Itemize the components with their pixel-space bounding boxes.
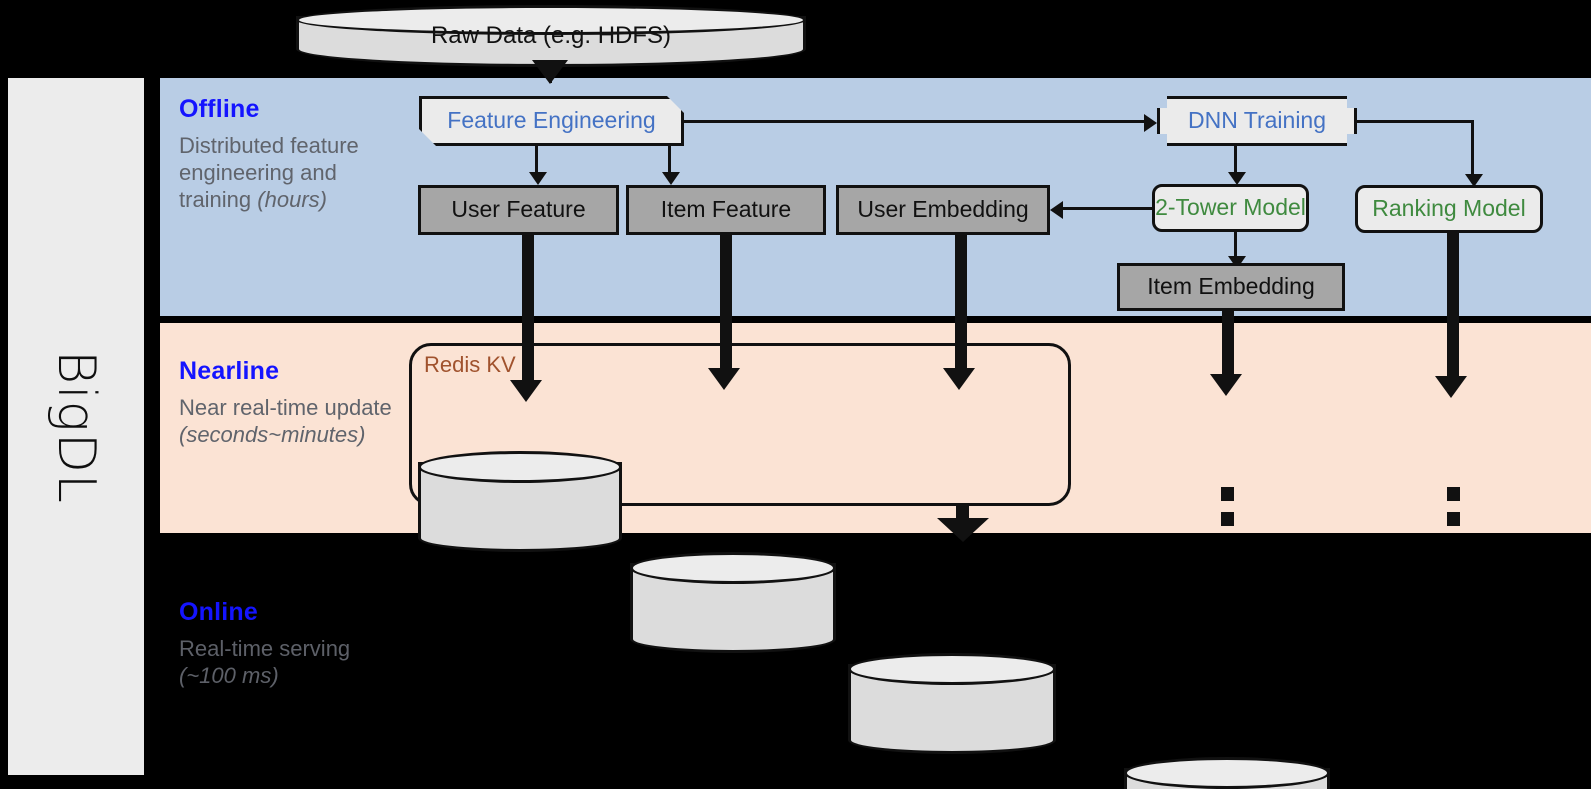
redis-kv-label: Redis KV [424,352,516,377]
arrowhead-dnn-twotower [1228,172,1246,185]
node-user-embedding[interactable]: User Embedding [836,185,1050,235]
offline-title: Offline [179,95,260,123]
pipe-userfeature-redis [522,234,534,386]
arrowhead-userfeature-redis [510,380,542,402]
edge-fe-dnn [684,120,1146,123]
feature-engineering-label: Feature Engineering [447,107,656,134]
dnn-training-label: DNN Training [1187,107,1327,134]
item-feature-label: Item Feature [660,196,792,223]
edge-dnn-twotower [1234,146,1237,174]
offline-label-group: Offline Distributed feature engineering … [179,95,409,213]
arrowhead-userembedding-redis [943,368,975,390]
two-tower-model-label: 2-Tower Model [1155,194,1306,221]
pipe-userembedding-redis [955,234,967,374]
online-title: Online [179,598,258,626]
raw-data-store: Raw Data (e.g. HDFS) [296,5,806,67]
stub-models-a [1447,487,1460,501]
arrowhead-itemembedding-vectorindex [1210,374,1242,396]
pipe-itemembedding-vectorindex [1222,310,1234,380]
arrowhead-dnn-ranking [1465,174,1483,187]
online-label-group: Online Real-time serving (~100 ms) [179,598,409,690]
redis-store-user-embedding [848,653,1056,754]
arrowhead-fe-itemfeature [662,172,680,185]
node-dnn-training[interactable]: DNN Training [1157,96,1357,146]
arrowhead-redis-featureservice [937,518,989,542]
stub-vectorindex-a [1221,487,1234,501]
band-nearline [160,323,1591,533]
arrowhead-rankingmodel-models [1435,376,1467,398]
edge-dnn-ranking-h [1354,120,1474,123]
item-embedding-label: Item Embedding [1147,273,1315,300]
stub-redis-featureservice [956,505,969,519]
edge-fe-userfeature [535,146,538,174]
pipe-rankingmodel-models [1447,232,1459,382]
user-feature-label: User Feature [451,196,586,223]
node-two-tower-model[interactable]: 2-Tower Model [1152,184,1309,232]
arrowhead-itemfeature-redis [708,368,740,390]
edge-dnn-ranking-v [1471,120,1474,176]
pipe-itemfeature-redis [720,234,732,374]
arrowhead-fe-userfeature [529,172,547,185]
vector-index-store: Vector Index [1124,757,1330,789]
arrowhead-twotower-userembedding [1050,201,1063,219]
redis-kv-container [409,343,1071,506]
stub-vectorindex-b [1221,512,1234,526]
bigdl-rail: BigDL [8,78,144,775]
nearline-label-group: Nearline Near real-time update (seconds~… [179,357,429,449]
edge-fe-itemfeature [668,146,671,174]
arrowhead-rawdata-fe [532,60,568,84]
redis-store-item-feature [630,552,836,653]
nearline-title: Nearline [179,357,280,385]
arrowhead-fe-dnn [1144,114,1157,132]
ranking-model-label: Ranking Model [1372,195,1526,222]
edge-twotower-itemembedding [1234,232,1237,258]
node-item-embedding[interactable]: Item Embedding [1117,263,1345,311]
online-subtitle: Real-time serving (~100 ms) [179,636,351,688]
node-item-feature[interactable]: Item Feature [626,185,826,235]
edge-twotower-userembedding [1063,207,1153,210]
nearline-subtitle: Near real-time update (seconds~minutes) [179,395,392,447]
user-embedding-label: User Embedding [857,196,1029,223]
redis-store-user-feature [418,451,622,552]
bigdl-label: BigDL [8,78,144,775]
node-ranking-model[interactable]: Ranking Model [1355,185,1543,233]
node-user-feature[interactable]: User Feature [418,185,619,235]
redis-kv-label-wrap: Redis KV [424,352,516,378]
raw-data-label: Raw Data (e.g. HDFS) [430,21,672,49]
stub-models-b [1447,512,1460,526]
node-feature-engineering[interactable]: Feature Engineering [419,96,684,146]
bigdl-text: BigDL [46,349,106,504]
offline-subtitle: Distributed feature engineering and trai… [179,133,359,212]
